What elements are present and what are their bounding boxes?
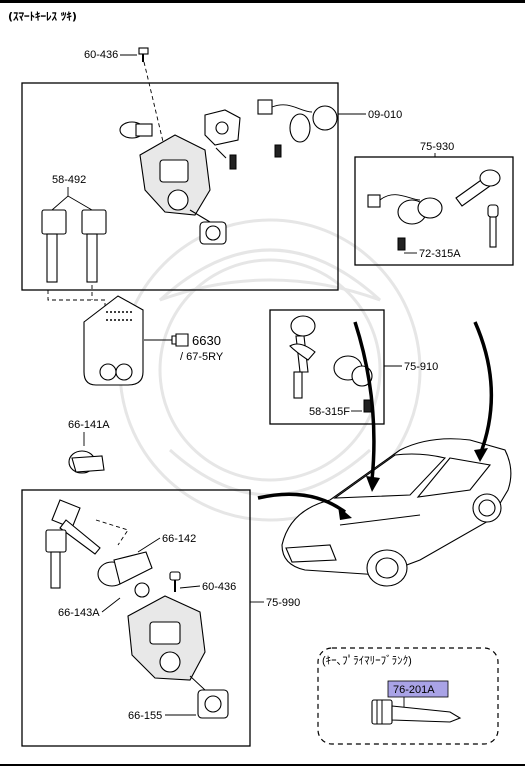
arrowhead-top (474, 448, 488, 462)
inset-title: (ｷｰ､ﾌﾟﾗｲﾏﾘｰﾌﾞﾗﾝｸ) (322, 654, 412, 667)
assembly-line-remote-l (47, 290, 106, 310)
cylinder-75-930 (367, 194, 443, 251)
bolt-bottom (169, 571, 181, 592)
assembly-line-66-142 (95, 519, 129, 546)
label-66-142: 66-142 (162, 533, 196, 545)
box-75-910 (269, 309, 385, 425)
car-illustration (281, 438, 512, 587)
label-72-315A: 72-315A (419, 248, 461, 260)
label-60-436-top: 60-436 (84, 49, 118, 61)
assembly-line-top (143, 61, 166, 151)
cap-66-141A (68, 450, 105, 474)
inset-box (317, 647, 499, 745)
header-title: (ｽﾏｰﾄｷｰﾚｽ ﾂｷ) (8, 10, 77, 23)
label-66-141A: 66-141A (68, 419, 110, 431)
label-67-5RY: / 67-5RY (180, 351, 224, 363)
key-right (81, 209, 107, 283)
label-75-930: 75-930 (420, 141, 454, 153)
cylinder-66-142 (97, 551, 153, 598)
box-75-990 (21, 489, 251, 747)
arrowhead-bottom (338, 506, 352, 520)
leader-58-492 (51, 187, 93, 211)
steering-lock-body-top (139, 134, 227, 245)
label-09-010: 09-010 (368, 109, 402, 121)
arrow-mid-to-car (353, 321, 376, 481)
label-66-155: 66-155 (128, 710, 162, 722)
label-66-143A: 66-143A (58, 607, 100, 619)
leader-66-142 (137, 537, 161, 553)
key-left (41, 209, 67, 283)
keys-75-910 (289, 315, 316, 399)
wire-cylinder-top (257, 99, 338, 158)
key-blank (371, 699, 462, 725)
label-60-436-bottom: 60-436 (202, 581, 236, 593)
label-6630: 6630 (192, 333, 221, 348)
label-75-910: 75-910 (404, 361, 438, 373)
key-plain-bottom (45, 529, 67, 589)
label-58-315F: 58-315F (309, 406, 350, 418)
keys-75-930 (455, 169, 501, 248)
door-cylinder-top (204, 109, 241, 170)
inset-part-label: 76-201A (393, 684, 435, 696)
steering-lock-body-bottom (127, 595, 229, 719)
key-flip-bottom (51, 499, 101, 555)
box-75-930 (354, 156, 514, 266)
cylinder-small-top (119, 121, 153, 139)
arrowhead-mid (366, 476, 380, 492)
box-09-010 (21, 82, 339, 291)
inset-part-highlight (387, 680, 449, 698)
label-58-492: 58-492 (52, 174, 86, 186)
arrow-top-to-car (473, 321, 494, 456)
label-75-990: 75-990 (266, 597, 300, 609)
smart-key-remote (83, 295, 144, 386)
pointing-hand-icon (171, 333, 189, 347)
cylinder-75-910 (333, 355, 373, 413)
leader-60-436-bottom (179, 585, 201, 589)
arrow-bottom-to-car (257, 492, 347, 514)
bolt-top (138, 47, 149, 62)
leader-66-143A (101, 597, 121, 613)
